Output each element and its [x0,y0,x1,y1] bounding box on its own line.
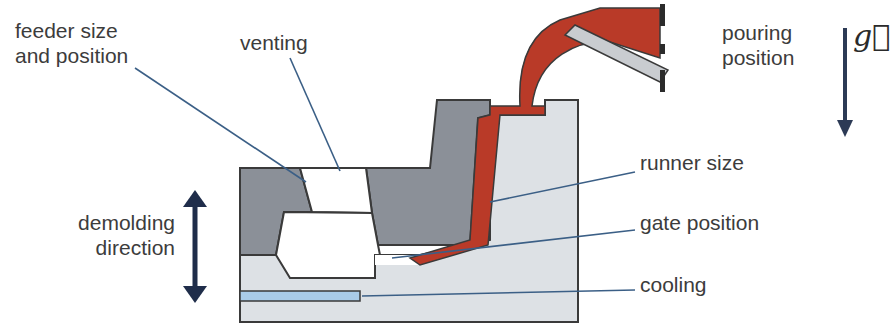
ladle-rim [660,70,665,92]
leader-lines [135,58,635,296]
mold-base [240,100,578,322]
callout-label: pouring position [722,20,832,70]
ladle-rim [660,44,665,54]
callout-label: gate position [640,210,840,235]
cooling-channel [240,291,360,301]
runner-system [410,8,660,265]
callout-label: feeder size and position [15,18,145,68]
demolding-arrow [183,190,207,303]
gravity-arrow [837,28,853,137]
gravity-symbol: g⃗ [853,18,893,54]
casting-cavity [276,212,380,278]
pouring-ladle [565,25,668,82]
direction-label: demolding direction [15,210,175,260]
callout-label: venting [240,30,330,55]
ladle-rim [660,4,665,26]
callout-label: cooling [640,272,840,297]
feeder [300,168,372,213]
callout-label: runner size [640,150,840,175]
